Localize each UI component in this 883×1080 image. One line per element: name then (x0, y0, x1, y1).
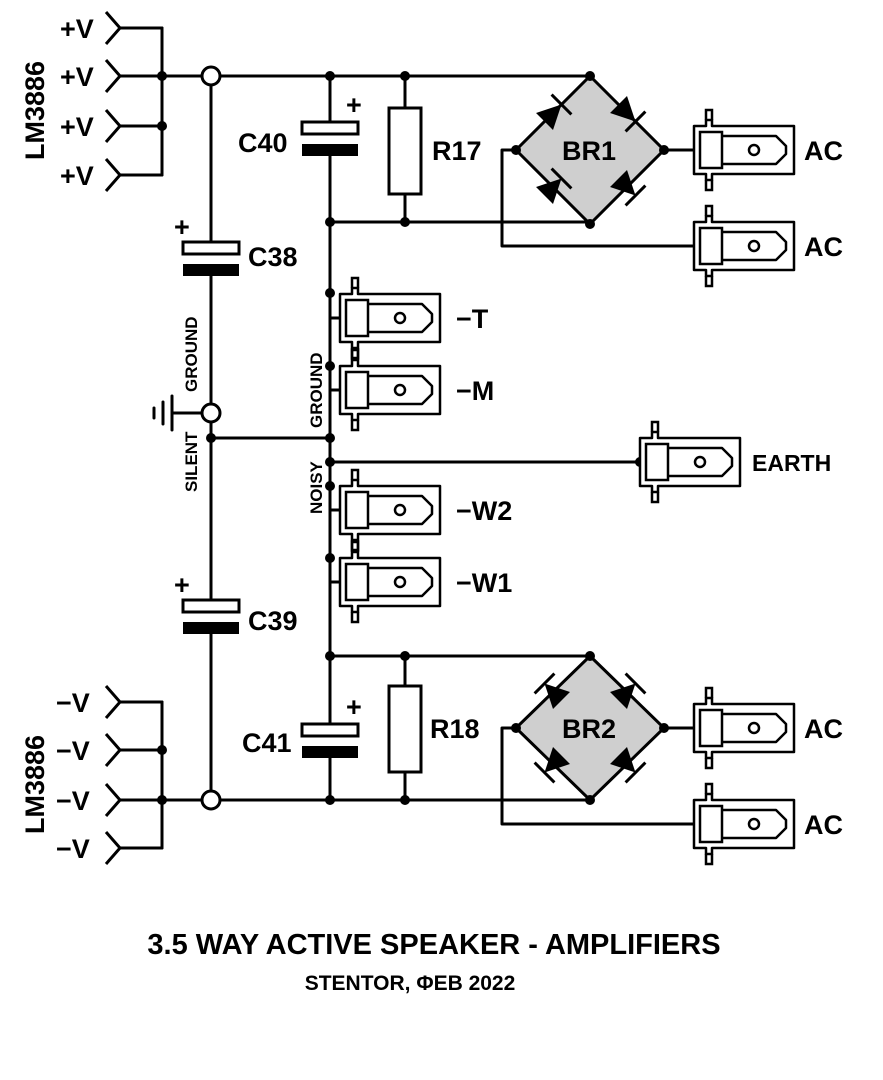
negative-supply-section: −V −V −V −V LM3886 (20, 654, 592, 866)
pin-connector-icon (104, 830, 122, 866)
capacitor-c40: + C40 (238, 74, 362, 224)
terminal-t[interactable] (338, 276, 442, 360)
silent-ground-label-a: SILENT (182, 431, 201, 492)
c39-label: C39 (248, 606, 298, 636)
ac-label-1: AC (804, 136, 843, 166)
ac-terminal-2[interactable] (692, 204, 796, 288)
r18-label: R18 (430, 714, 480, 744)
diagram-subtitle: STENTOR, ΦΕΒ 2022 (305, 972, 516, 995)
br1-label: BR1 (562, 136, 616, 166)
neg-pin-label: −V (56, 688, 90, 718)
bridge-rectifier-br1: BR1 (500, 71, 696, 248)
noisy-ground-label-b: GROUND (307, 352, 326, 428)
ac-terminal-1[interactable] (692, 108, 796, 192)
c41-label: C41 (242, 728, 292, 758)
capacitor-c38: + C38 (174, 83, 298, 406)
silent-ground: GROUND SILENT (152, 316, 332, 600)
pin-connector-icon (104, 108, 122, 144)
resistor-r18: R18 (387, 651, 480, 802)
polarity-plus: + (346, 90, 362, 120)
terminal-earth[interactable] (638, 420, 742, 504)
ac-label-3: AC (804, 714, 843, 744)
terminal-m[interactable] (338, 348, 442, 432)
terminal-w1[interactable] (338, 540, 442, 624)
terminal-w1-label: −W1 (456, 568, 512, 598)
polarity-plus: + (174, 570, 190, 600)
terminal-earth-label: EARTH (752, 450, 831, 476)
pin-connector-icon (104, 732, 122, 768)
diagram-title: 3.5 WAY ACTIVE SPEAKER - AMPLIFIERS (147, 929, 720, 961)
capacitor-c41: + C41 (242, 654, 362, 802)
neg-pin-label: −V (56, 736, 90, 766)
pos-pin-label: +V (60, 14, 94, 44)
polarity-plus: + (174, 212, 190, 242)
ac-label-4: AC (804, 810, 843, 840)
resistor-r17: R17 (387, 74, 482, 227)
ground-bus: GROUND NOISY (307, 217, 645, 661)
pos-pin-label: +V (60, 112, 94, 142)
ac-label-2: AC (804, 232, 843, 262)
c38-label: C38 (248, 242, 298, 272)
ac-terminal-3[interactable] (692, 686, 796, 770)
pin-connector-icon (104, 157, 122, 193)
silent-ground-label-b: GROUND (182, 316, 201, 392)
pin-connector-icon (104, 782, 122, 818)
c40-label: C40 (238, 128, 288, 158)
noisy-ground-label-a: NOISY (307, 460, 326, 514)
terminal-w2[interactable] (338, 468, 442, 552)
neg-pin-label: −V (56, 834, 90, 864)
terminal-w2-label: −W2 (456, 496, 512, 526)
terminal-t-label: −T (456, 304, 489, 334)
pin-connector-icon (104, 58, 122, 94)
positive-supply-section: +V +V +V +V LM3886 (20, 10, 592, 193)
r17-label: R17 (432, 136, 482, 166)
terminal-m-label: −M (456, 376, 494, 406)
ac-terminal-4[interactable] (692, 782, 796, 866)
br2-label: BR2 (562, 714, 616, 744)
pos-pin-label: +V (60, 62, 94, 92)
pin-connector-icon (104, 10, 122, 46)
pin-connector-icon (104, 684, 122, 720)
chip-label-top: LM3886 (20, 61, 50, 160)
bridge-rectifier-br2: BR2 (500, 651, 696, 826)
capacitor-c39: + C39 (174, 570, 298, 793)
neg-pin-label: −V (56, 786, 90, 816)
chip-label-bottom: LM3886 (20, 735, 50, 834)
polarity-plus: + (346, 692, 362, 722)
pos-pin-label: +V (60, 161, 94, 191)
